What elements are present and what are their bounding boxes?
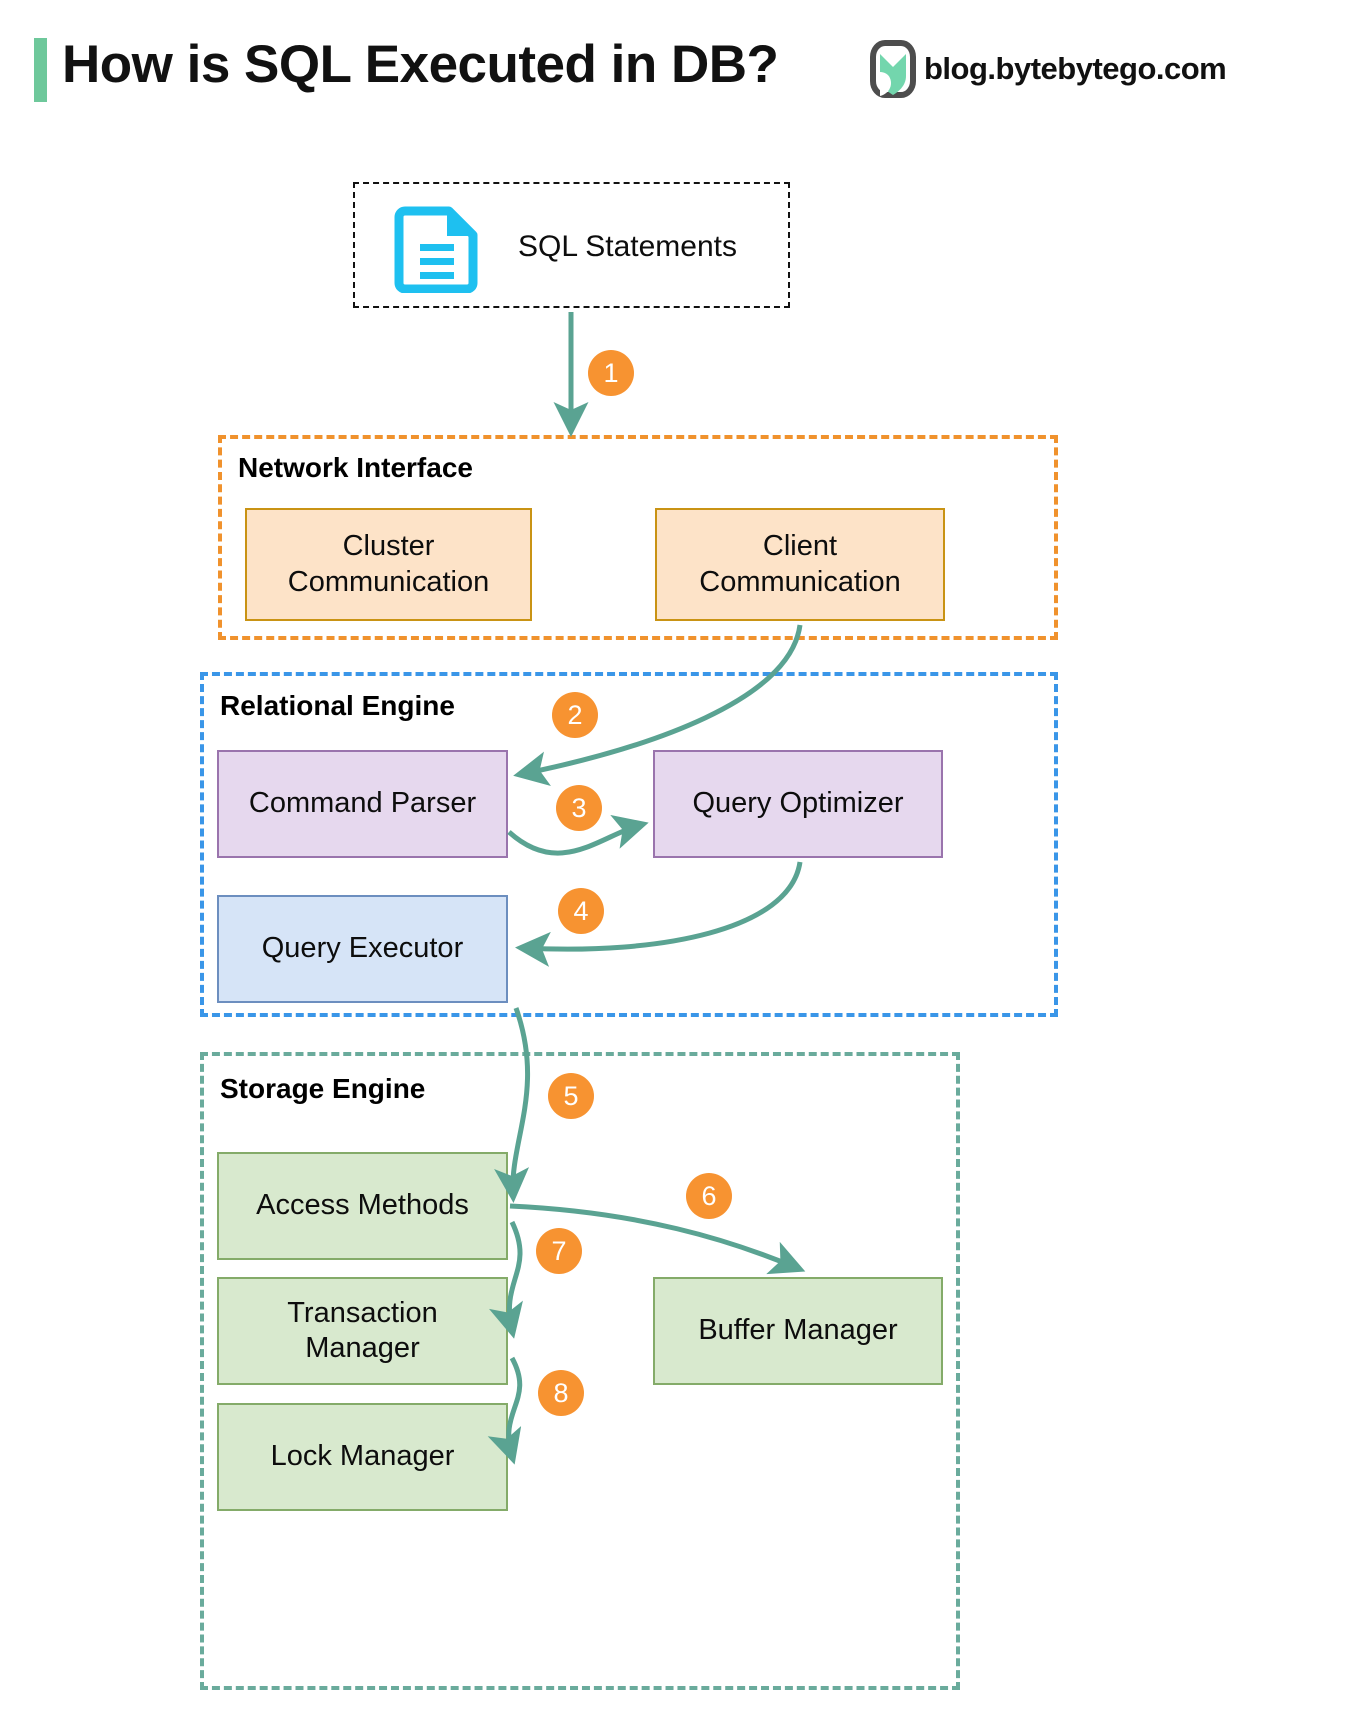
step-number: 3	[571, 792, 587, 823]
node-label: Command Parser	[248, 787, 477, 820]
sql-statements-box: SQL Statements	[353, 182, 790, 308]
sql-statements-label: SQL Statements	[518, 230, 737, 263]
step-badge-8: 8	[538, 1370, 584, 1416]
step-number: 2	[567, 699, 583, 730]
step-badge-3: 3	[556, 785, 602, 831]
node-label: Query Executor	[261, 932, 464, 965]
node-label: Client Communication	[699, 530, 901, 598]
step-badge-7: 7	[536, 1228, 582, 1274]
node-label: Cluster Communication	[287, 530, 490, 598]
node-query-optimizer: Query Optimizer	[653, 750, 943, 858]
group-label-network-interface: Network Interface	[238, 452, 473, 483]
brand: blog.bytebytego.com	[870, 38, 1227, 100]
node-label: Transaction Manager	[287, 1296, 438, 1364]
node-access-methods: Access Methods	[217, 1152, 508, 1260]
step-number: 4	[573, 895, 589, 926]
step-badge-4: 4	[558, 888, 604, 934]
step-number: 8	[553, 1377, 569, 1408]
page-header: How is SQL Executed in DB? blog.bytebyte…	[0, 0, 1358, 140]
node-label: Buffer Manager	[698, 1314, 898, 1347]
node-query-executor: Query Executor	[217, 895, 508, 1003]
brand-text: blog.bytebytego.com	[924, 51, 1227, 86]
document-icon	[393, 201, 485, 294]
group-label-storage-engine: Storage Engine	[220, 1073, 426, 1104]
node-transaction-manager: Transaction Manager	[217, 1277, 508, 1385]
node-label: Access Methods	[256, 1189, 469, 1222]
node-label: Query Optimizer	[692, 787, 904, 820]
step-badge-5: 5	[548, 1073, 594, 1119]
step-number: 7	[551, 1235, 567, 1266]
title-accent-bar	[34, 38, 47, 102]
node-buffer-manager: Buffer Manager	[653, 1277, 943, 1385]
node-command-parser: Command Parser	[217, 750, 508, 858]
step-badge-2: 2	[552, 692, 598, 738]
page-title: How is SQL Executed in DB?	[62, 35, 779, 94]
step-badge-1: 1	[588, 350, 634, 396]
node-cluster-communication: Cluster Communication	[245, 508, 532, 621]
group-label-relational-engine: Relational Engine	[220, 690, 455, 721]
step-badge-6: 6	[686, 1173, 732, 1219]
group-storage-engine	[200, 1052, 960, 1690]
step-number: 6	[701, 1180, 717, 1211]
node-client-communication: Client Communication	[655, 508, 945, 621]
step-number: 5	[563, 1080, 579, 1111]
node-lock-manager: Lock Manager	[217, 1403, 508, 1511]
bytebytego-logo-icon	[870, 40, 916, 98]
step-number: 1	[603, 357, 619, 388]
node-label: Lock Manager	[270, 1440, 455, 1473]
